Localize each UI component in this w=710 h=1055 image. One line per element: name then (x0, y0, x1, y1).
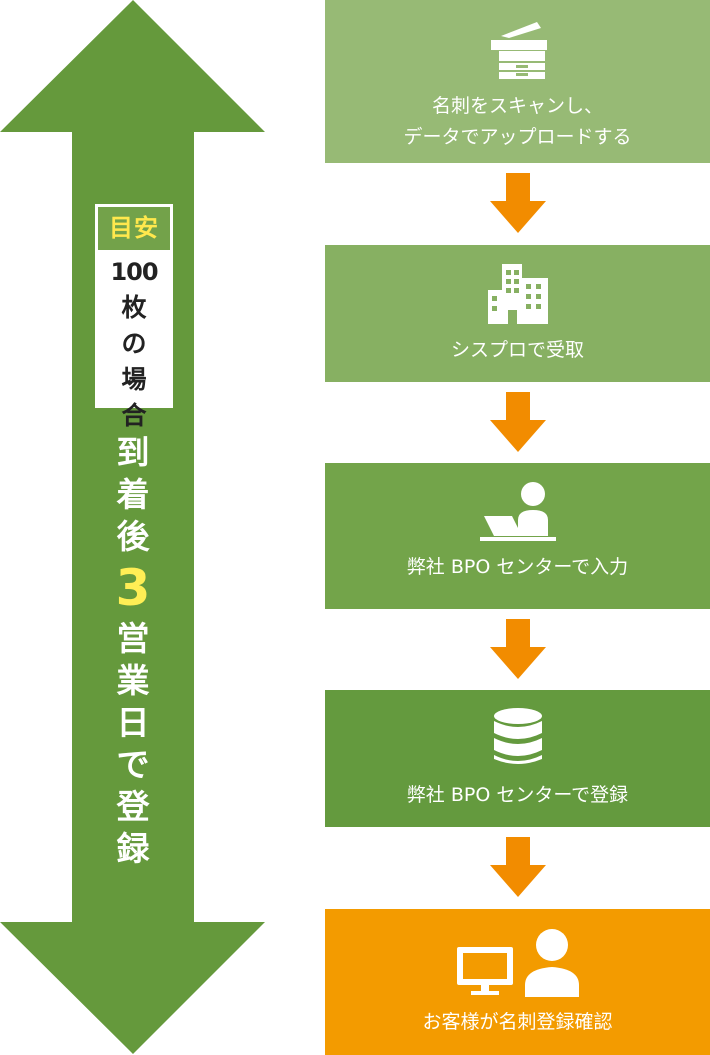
estimate-condition: 100 枚 の 場 合 (95, 254, 173, 434)
step-text: 弊社 BPO センターで登録 (325, 780, 710, 811)
operator-at-desk-icon (325, 480, 710, 542)
step-line: 弊社 BPO センターで登録 (406, 784, 629, 806)
down-arrow-icon (490, 619, 546, 679)
step-register: 弊社 BPO センターで登録 (325, 690, 710, 827)
down-arrow-icon (490, 392, 546, 452)
scanner-icon (325, 14, 710, 84)
step-input: 弊社 BPO センターで入力 (325, 463, 710, 609)
step-line: データでアップロードする (403, 126, 632, 148)
step-line: 名刺をスキャンし、 (431, 95, 603, 117)
estimate-char: 場 (121, 365, 147, 394)
building-icon (325, 264, 710, 324)
turnaround-char: 到 (116, 433, 150, 472)
database-icon (325, 707, 710, 767)
turnaround-char: で (116, 745, 150, 784)
step-text: お客様が名刺登録確認 (325, 1007, 710, 1038)
step-line: お客様が名刺登録確認 (422, 1011, 613, 1033)
turnaround-char: 業 (116, 661, 150, 700)
estimate-count: 100 (110, 258, 158, 286)
step-text: 名刺をスキャンし、 データでアップロードする (325, 91, 710, 153)
turnaround-char: 着 (116, 475, 150, 514)
estimate-char: 合 (121, 401, 147, 430)
turnaround-char: 登 (116, 787, 150, 826)
step-text: シスプロで受取 (325, 335, 710, 366)
turnaround-char: 営 (116, 619, 150, 658)
turnaround-char: 録 (116, 829, 150, 868)
estimate-char: の (121, 329, 147, 358)
monitor-and-user-icon (325, 925, 710, 997)
turnaround-char: 後 (116, 517, 150, 556)
turnaround-char: 日 (116, 703, 150, 742)
double-arrow-shape (0, 0, 265, 1054)
estimate-heading: 目安 (98, 207, 170, 250)
step-scan-upload: 名刺をスキャンし、 データでアップロードする (325, 0, 710, 163)
step-line: シスプロで受取 (450, 339, 584, 361)
down-arrow-icon (490, 837, 546, 897)
step-receive: シスプロで受取 (325, 245, 710, 382)
step-line: 弊社 BPO センターで入力 (406, 556, 629, 578)
turnaround-text: 到 着 後 3 営 業 日 で 登 録 (110, 432, 156, 870)
estimate-label: 目安 100 枚 の 場 合 (95, 204, 173, 430)
estimate-char: 枚 (121, 293, 147, 322)
step-text: 弊社 BPO センターで入力 (325, 552, 710, 583)
down-arrow-icon (490, 173, 546, 233)
step-customer-confirm: お客様が名刺登録確認 (325, 909, 710, 1055)
business-days-number: 3 (115, 559, 151, 617)
